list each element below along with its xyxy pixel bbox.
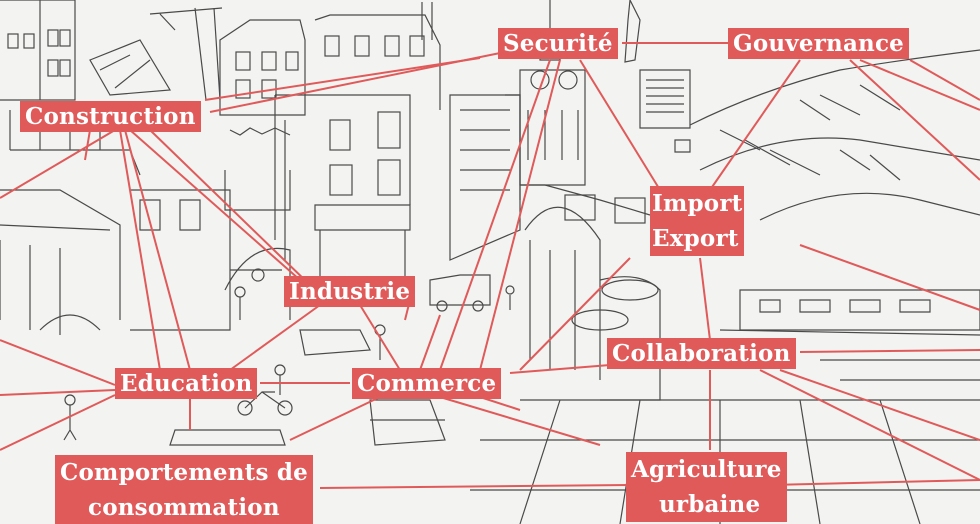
greenhouse xyxy=(449,94,521,261)
market-stalls xyxy=(169,329,446,446)
label-agriculture-line1: Agriculture xyxy=(631,456,782,483)
tall-building xyxy=(274,2,441,280)
label-commerce: Commerce xyxy=(352,368,502,399)
label-gouvernance: Gouvernance xyxy=(728,28,910,59)
label-import-export: Import Export xyxy=(650,186,745,256)
label-comportements-line2: consommation xyxy=(88,494,280,521)
label-agriculture-line2: urbaine xyxy=(659,491,761,518)
label-import: Import xyxy=(652,190,743,217)
label-export: Export xyxy=(652,225,739,252)
workshop xyxy=(224,247,291,320)
crane xyxy=(89,7,223,101)
label-construction: Construction xyxy=(20,101,201,132)
bicycle xyxy=(237,391,293,416)
gabled-house xyxy=(219,19,306,116)
train xyxy=(719,289,980,336)
label-agriculture: Agriculture urbaine xyxy=(626,452,787,522)
hills xyxy=(689,49,980,221)
label-education: Education xyxy=(115,368,258,399)
label-collaboration: Collaboration xyxy=(607,338,796,369)
label-comportements-line1: Comportements de xyxy=(60,459,308,486)
statue xyxy=(624,0,691,153)
label-comportements: Comportements de consommation xyxy=(55,455,313,524)
delivery-van xyxy=(429,274,491,312)
label-securite: Securité xyxy=(498,28,618,59)
left-building xyxy=(0,0,76,101)
label-industrie: Industrie xyxy=(284,276,416,307)
central-hall xyxy=(520,184,661,401)
